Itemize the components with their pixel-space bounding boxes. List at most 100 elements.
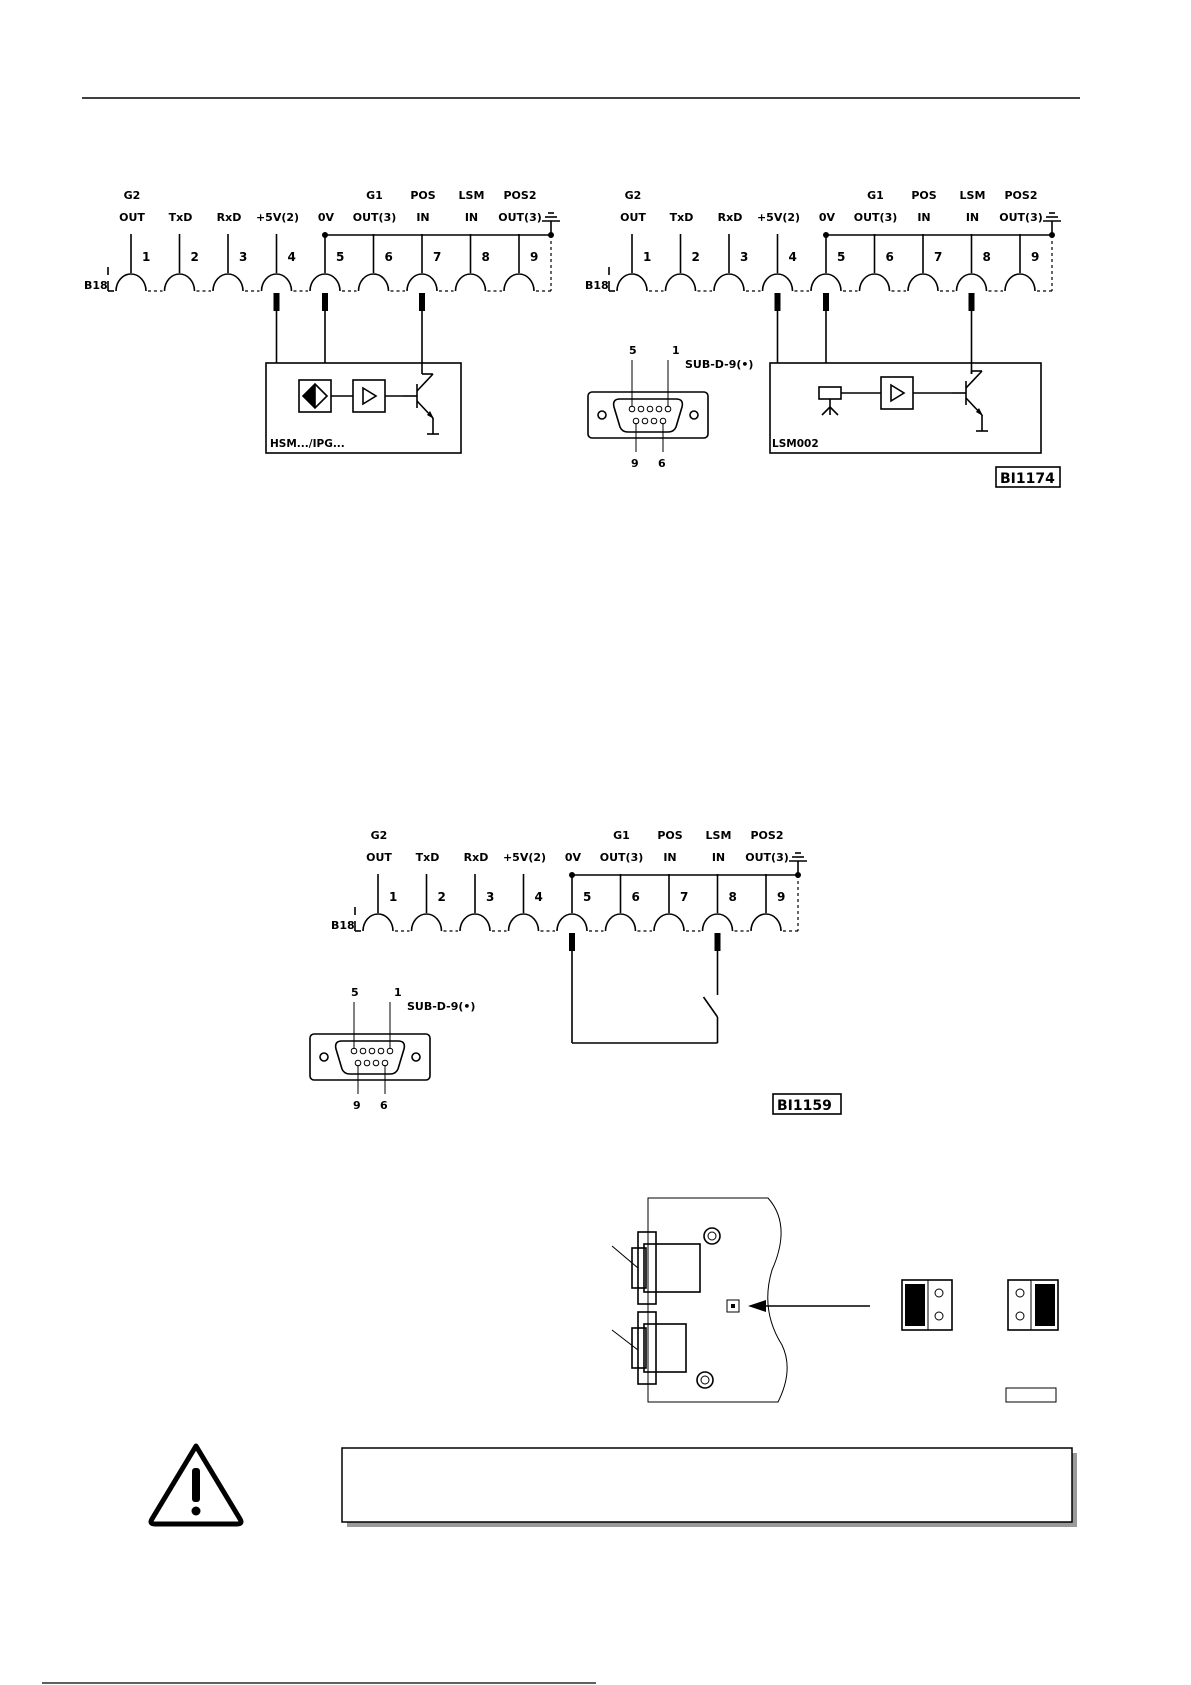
connector-pin-hole bbox=[377, 1047, 385, 1055]
pin-number-6: 6 bbox=[385, 250, 393, 264]
jumper-location bbox=[726, 1299, 740, 1313]
warning-triangle-icon bbox=[148, 1443, 244, 1527]
wiring-diagram-hsm: B18G2OUT1TxD2RxD3+5V(2)40V5G1OUT(3)6POSI… bbox=[84, 189, 560, 454]
diagram2-ref-box bbox=[995, 466, 1061, 488]
terminal-label-8: IN bbox=[712, 851, 725, 864]
wire-stub bbox=[774, 293, 781, 311]
device-label-hsm: HSM.../IPG... bbox=[270, 438, 345, 450]
jumper-pin bbox=[934, 1311, 944, 1321]
terminal-top-label-7: POS bbox=[657, 829, 682, 842]
connector-screw bbox=[689, 410, 699, 420]
pin-number-3: 3 bbox=[486, 890, 494, 904]
terminal-top-label-9: POS2 bbox=[751, 829, 784, 842]
terminal-label-3: RxD bbox=[217, 211, 242, 224]
board-screw bbox=[696, 1371, 714, 1389]
callout-leader bbox=[611, 1245, 639, 1269]
wire-stub bbox=[823, 293, 829, 311]
terminal-block-label: B18 bbox=[585, 279, 609, 292]
junction-dot bbox=[795, 872, 801, 878]
wire-stub bbox=[273, 293, 280, 311]
terminal-top-label-9: POS2 bbox=[504, 189, 537, 202]
terminal-top-label-8: LSM bbox=[459, 189, 485, 202]
light-source-icon bbox=[818, 386, 842, 400]
callout-leader bbox=[611, 1329, 639, 1351]
terminal-contact bbox=[454, 273, 487, 292]
terminal-label-8: IN bbox=[966, 211, 979, 224]
terminal-top-label-7: POS bbox=[911, 189, 936, 202]
amplifier-triangle-icon bbox=[880, 376, 914, 410]
terminal-top-label-7: POS bbox=[410, 189, 435, 202]
diagram3-ref: BI1159 bbox=[777, 1098, 832, 1114]
top-port-face bbox=[631, 1247, 647, 1289]
pin-number-4: 4 bbox=[288, 250, 296, 264]
connector-pin-hole bbox=[372, 1059, 380, 1067]
pcb-ref-box bbox=[1005, 1387, 1057, 1403]
connector-pin-hole bbox=[350, 1047, 358, 1055]
connector-flange bbox=[587, 391, 709, 439]
hsm-device-box bbox=[265, 362, 462, 454]
wire-stub bbox=[968, 293, 975, 311]
jumper-cap bbox=[1035, 1284, 1055, 1326]
connector-pin-6: 6 bbox=[658, 457, 666, 470]
terminal-label-1: OUT bbox=[620, 211, 646, 224]
amplifier-triangle-icon bbox=[362, 386, 378, 406]
terminal-label-6: OUT(3) bbox=[353, 211, 397, 224]
terminal-label-5: 0V bbox=[318, 211, 335, 224]
terminal-contact bbox=[664, 273, 697, 292]
connector-pin-9: 9 bbox=[631, 457, 639, 470]
terminal-contact bbox=[163, 273, 196, 292]
diagram2-ref: BI1174 bbox=[1000, 471, 1055, 487]
connector-pin-hole bbox=[381, 1059, 389, 1067]
pin-number-9: 9 bbox=[1031, 250, 1039, 264]
terminal-contact bbox=[810, 273, 842, 292]
terminal-contact bbox=[260, 273, 293, 292]
pin-number-5: 5 bbox=[837, 250, 845, 264]
connector-title: SUB-D-9(•) bbox=[407, 1000, 475, 1013]
amplifier-triangle-icon bbox=[880, 376, 914, 410]
terminal-label-5: 0V bbox=[819, 211, 836, 224]
jumper-setting-b bbox=[1007, 1279, 1059, 1331]
pin-number-8: 8 bbox=[729, 890, 737, 904]
connector-pin-hole bbox=[359, 1047, 367, 1055]
junction-dot bbox=[823, 232, 829, 238]
terminal-contact bbox=[701, 913, 734, 932]
terminal-contact bbox=[907, 273, 939, 292]
wire-stub bbox=[322, 293, 328, 311]
board-screw bbox=[703, 1227, 721, 1245]
connector-pin-hole bbox=[628, 405, 636, 413]
terminal-top-label-1: G2 bbox=[124, 189, 141, 202]
junction-dot bbox=[322, 232, 328, 238]
pin-number-7: 7 bbox=[934, 250, 942, 264]
connector-shell bbox=[612, 398, 684, 433]
terminal-label-3: RxD bbox=[464, 851, 489, 864]
terminal-contact bbox=[507, 913, 540, 932]
warning-triangle-icon bbox=[192, 1468, 200, 1502]
pin-number-6: 6 bbox=[886, 250, 894, 264]
amplifier-triangle-icon bbox=[352, 379, 386, 413]
pin-number-4: 4 bbox=[535, 890, 543, 904]
bottom-port-face bbox=[631, 1327, 647, 1369]
pcb-board-view bbox=[611, 1197, 1059, 1403]
npn-transistor-icon bbox=[976, 408, 983, 416]
pin-number-7: 7 bbox=[680, 890, 688, 904]
jumper-pin bbox=[1015, 1311, 1025, 1321]
top-port-bracket bbox=[637, 1231, 657, 1305]
connector-pin-1: 1 bbox=[394, 986, 402, 999]
pin-number-8: 8 bbox=[983, 250, 991, 264]
board-screw bbox=[700, 1375, 710, 1385]
jumper-pin bbox=[934, 1288, 944, 1298]
terminal-label-7: IN bbox=[663, 851, 676, 864]
terminal-label-7: IN bbox=[416, 211, 429, 224]
pin-number-2: 2 bbox=[438, 890, 446, 904]
amplifier-triangle-icon bbox=[890, 383, 906, 403]
terminal-label-9: OUT(3) bbox=[999, 211, 1043, 224]
connector-screw bbox=[411, 1052, 421, 1062]
connector-pin-hole bbox=[641, 417, 649, 425]
terminal-contact bbox=[858, 273, 891, 292]
terminal-contact bbox=[616, 273, 648, 292]
lsm-device-box bbox=[769, 362, 1042, 454]
pin-number-6: 6 bbox=[632, 890, 640, 904]
pin-number-9: 9 bbox=[777, 890, 785, 904]
connector-pin-hole bbox=[650, 417, 658, 425]
